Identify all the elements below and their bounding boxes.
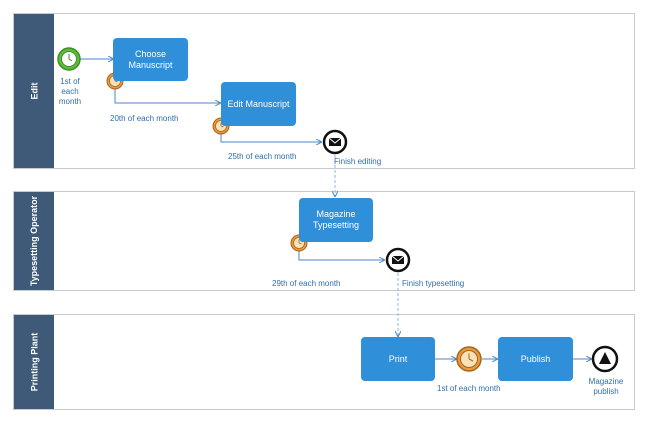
envelope-icon[interactable] — [385, 247, 411, 273]
label-finish-typesetting: Finish typesetting — [402, 279, 465, 288]
timer-clock-icon[interactable] — [456, 346, 482, 372]
label-finish-editing: Finish editing — [334, 157, 382, 166]
end-signal-icon[interactable] — [591, 345, 619, 373]
flow-timer20-to-edit — [114, 89, 220, 103]
task-print[interactable]: Print — [361, 337, 435, 381]
label-timer-25th: 25th of each month — [228, 152, 297, 161]
pool-printing: Printing Plant — [13, 314, 635, 410]
label-timer-29th: 29th of each month — [272, 279, 341, 288]
task-magazine-typesetting[interactable]: Magazine Typesetting — [299, 198, 373, 242]
start-timer-icon[interactable] — [57, 47, 81, 71]
task-choose-manuscript[interactable]: Choose Manuscript — [113, 38, 188, 81]
lane-header-typesetting: Typesetting Operator — [14, 192, 54, 290]
task-publish[interactable]: Publish — [498, 337, 573, 381]
label-start-timer: 1st of each month — [58, 77, 82, 106]
label-timer-1st-print: 1st of each month — [437, 384, 501, 393]
envelope-icon[interactable] — [322, 129, 348, 155]
label-timer-20th: 20th of each month — [110, 114, 179, 123]
label-magazine-publish: Magazine publish — [588, 377, 624, 396]
task-edit-manuscript[interactable]: Edit Manuscript — [221, 82, 296, 126]
flow-timer25-to-finish — [220, 134, 321, 142]
flow-timer29-to-finish — [298, 250, 384, 260]
lane-header-printing: Printing Plant — [14, 315, 54, 409]
lane-header-edit: Edit — [14, 14, 54, 168]
